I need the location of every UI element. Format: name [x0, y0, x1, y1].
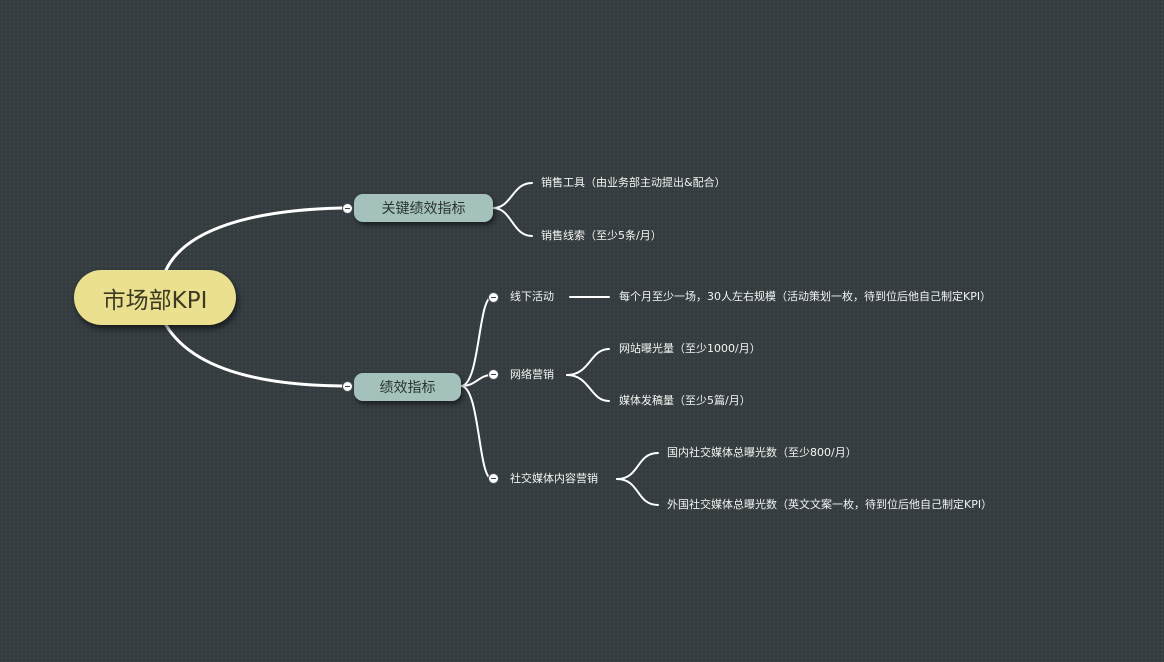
collapse-toggle-social[interactable] [488, 473, 499, 484]
topic-domestic-social-exposure[interactable]: 国内社交媒体总曝光数（至少800/月） [667, 446, 857, 459]
connector-kpi-to-offline [460, 296, 493, 387]
topic-social-media-marketing[interactable]: 社交媒体内容营销 [510, 472, 598, 485]
connector-social-to-foreign [616, 478, 659, 506]
topic-online-marketing[interactable]: 网络营销 [510, 368, 554, 381]
collapse-toggle-kpi[interactable] [342, 381, 353, 392]
topic-offline-events[interactable]: 线下活动 [510, 290, 554, 303]
connector-root-to-kpi [164, 323, 344, 388]
topic-sales-tools[interactable]: 销售工具（由业务部主动提出&配合） [541, 176, 726, 189]
connector-key-kpi-to-leads [492, 207, 533, 237]
root-topic[interactable]: 市场部KPI [74, 270, 236, 325]
collapse-toggle-key-kpi[interactable] [342, 203, 353, 214]
branch-key-kpi[interactable]: 关键绩效指标 [354, 194, 493, 222]
topic-press-releases[interactable]: 媒体发稿量（至少5篇/月） [619, 394, 751, 407]
topic-monthly-event[interactable]: 每个月至少一场，30人左右规模（活动策划一枚，待到位后他自己制定KPI） [619, 290, 992, 303]
connector-key-kpi-to-tool [492, 182, 533, 209]
collapse-toggle-offline[interactable] [488, 292, 499, 303]
topic-sales-leads[interactable]: 销售线索（至少5条/月） [541, 229, 662, 242]
topic-foreign-social-exposure[interactable]: 外国社交媒体总曝光数（英文文案一枚，待到位后他自己制定KPI） [667, 498, 993, 511]
connector-online-to-press [566, 374, 610, 402]
connector-kpi-to-social [460, 385, 493, 480]
connector-root-to-key-kpi [164, 206, 344, 272]
collapse-toggle-online[interactable] [488, 369, 499, 380]
branch-kpi[interactable]: 绩效指标 [354, 373, 461, 401]
topic-website-exposure[interactable]: 网站曝光量（至少1000/月） [619, 342, 761, 355]
connector-online-to-exposure [566, 348, 610, 376]
connector-social-to-domestic [616, 452, 659, 480]
